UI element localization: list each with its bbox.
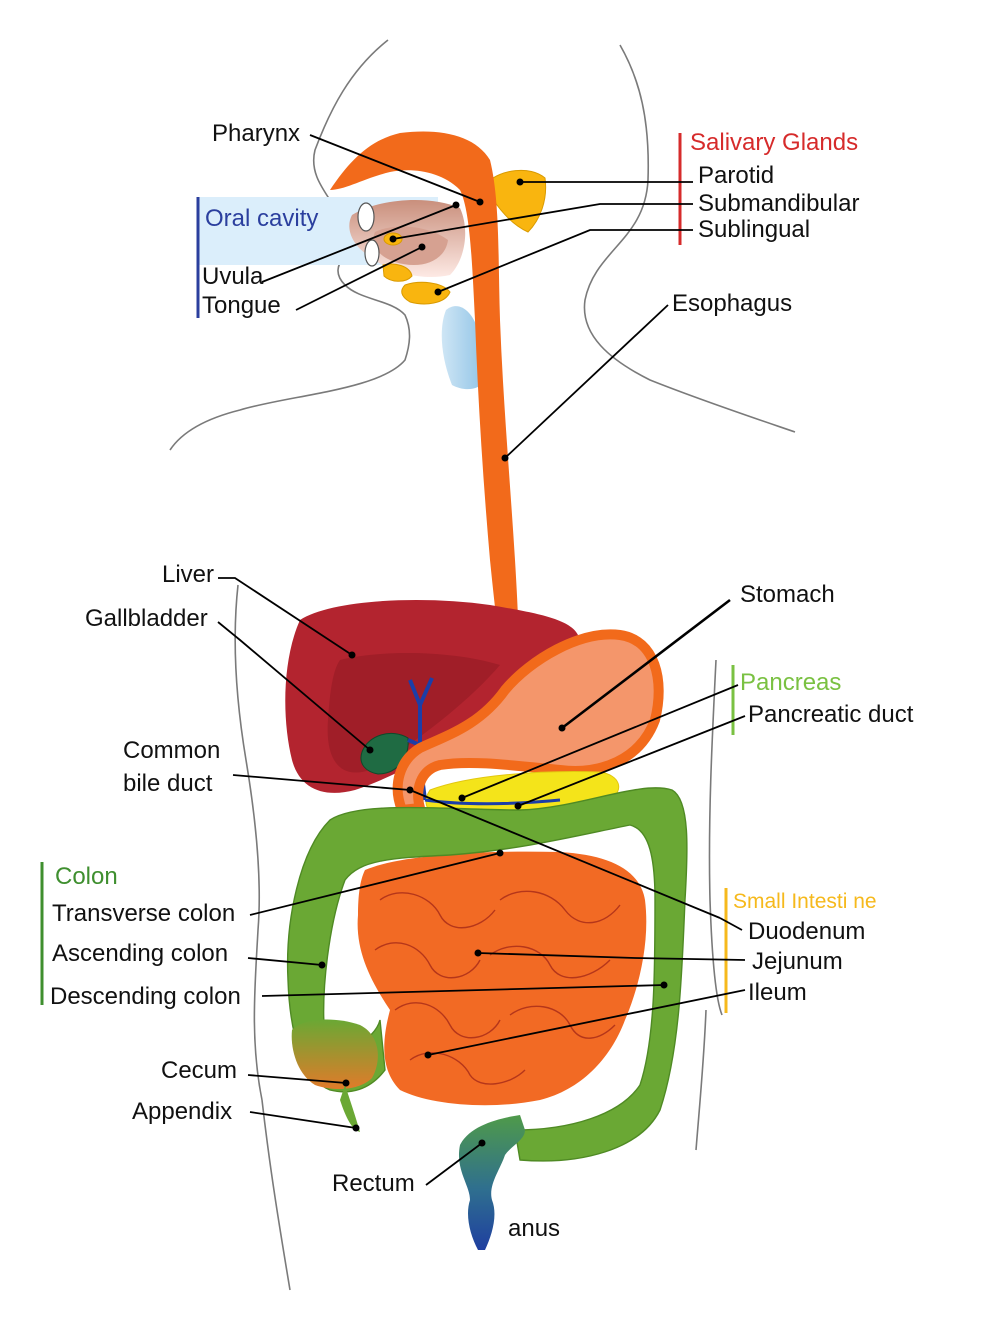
leader-appendix <box>249 1111 357 1129</box>
small-intestine-title: Small Intesti ne <box>733 890 877 913</box>
leader-ascending <box>247 957 323 966</box>
label-pancreatic-duct: Pancreatic duct <box>748 701 914 728</box>
leader-jejunum <box>477 952 746 961</box>
label-esophagus: Esophagus <box>672 290 792 317</box>
label-common-bile-duct-line1: Common <box>123 737 220 764</box>
label-ileum: Ileum <box>748 979 807 1006</box>
dot-submandibular <box>389 235 397 243</box>
label-descending-colon: Descending colon <box>50 983 241 1010</box>
parotid-gland <box>487 169 547 233</box>
leader-rectum <box>425 1142 483 1186</box>
dot-stomach <box>558 724 566 732</box>
stomach-shape <box>392 629 664 815</box>
label-parotid: Parotid <box>698 162 774 189</box>
salivary-glands-title: Salivary Glands <box>690 129 858 156</box>
leader-pancreas <box>461 684 739 799</box>
label-stomach: Stomach <box>740 581 835 608</box>
trachea <box>441 306 485 390</box>
leader-bile-duct <box>232 774 411 791</box>
leader-uvula <box>261 204 457 283</box>
leader-gallbladder <box>217 621 371 751</box>
label-pharynx: Pharynx <box>212 120 300 147</box>
leader-dots <box>318 178 668 1147</box>
dot-pancreatic-duct <box>514 802 522 810</box>
leader-descending <box>261 984 665 997</box>
submandibular-gland <box>382 263 413 282</box>
label-duodenum: Duodenum <box>748 918 865 945</box>
teeth-lower <box>364 239 380 267</box>
label-cecum: Cecum <box>161 1057 237 1084</box>
leader-bile-duct-2 <box>409 789 721 919</box>
dot-cecum <box>342 1079 350 1087</box>
leader-submandibular <box>392 203 693 240</box>
pancreas-title: Pancreas <box>740 669 841 696</box>
leader-duodenum <box>719 917 743 931</box>
leader-esophagus <box>504 304 669 459</box>
label-common-bile-duct-line2: bile duct <box>123 770 213 797</box>
colon-shape <box>286 787 688 1162</box>
teeth-upper <box>357 202 375 232</box>
leader-cecum <box>247 1074 347 1084</box>
leader-lines <box>217 134 746 1186</box>
label-transverse-colon: Transverse colon <box>52 900 235 927</box>
label-appendix: Appendix <box>132 1098 232 1125</box>
small-intestine-shape <box>357 851 647 1106</box>
dot-gallbladder <box>366 746 374 754</box>
sublingual-gland <box>401 281 451 305</box>
dot-descending <box>660 981 668 989</box>
label-gallbladder: Gallbladder <box>85 605 208 632</box>
leader-pancreatic-duct <box>517 715 746 807</box>
label-sublingual: Sublingual <box>698 216 810 243</box>
dot-jejunum <box>474 949 482 957</box>
leader-tongue <box>295 246 423 311</box>
dot-parotid <box>516 178 524 186</box>
dot-appendix <box>352 1124 360 1132</box>
dot-pharynx <box>476 198 484 206</box>
dot-ileum <box>424 1051 432 1059</box>
dot-liver <box>348 651 356 659</box>
dot-transverse <box>496 849 504 857</box>
cecum-shape <box>291 1019 378 1090</box>
label-tongue: Tongue <box>202 292 281 319</box>
label-ascending-colon: Ascending colon <box>52 940 228 967</box>
dot-tongue <box>418 243 426 251</box>
appendix-shape <box>340 1085 360 1132</box>
label-liver: Liver <box>162 561 214 588</box>
oral-cavity-title: Oral cavity <box>205 205 318 232</box>
colon-title: Colon <box>55 863 118 890</box>
label-anus: anus <box>508 1215 560 1242</box>
dot-sublingual <box>434 288 442 296</box>
leader-sublingual <box>437 229 693 293</box>
dot-rectum <box>478 1139 486 1147</box>
dot-esophagus <box>501 454 509 462</box>
label-uvula: Uvula <box>202 263 264 290</box>
label-rectum: Rectum <box>332 1170 415 1197</box>
dot-ascending <box>318 961 326 969</box>
leader-liver <box>218 577 353 656</box>
group-bars <box>40 133 735 1013</box>
dot-uvula <box>452 201 460 209</box>
dot-bile-duct <box>406 786 414 794</box>
label-submandibular: Submandibular <box>698 190 859 217</box>
body-outline <box>169 39 796 1291</box>
leader-stomach <box>561 598 731 730</box>
leader-transverse <box>249 852 501 916</box>
leader-ileum <box>427 989 746 1056</box>
leader-pharynx <box>309 134 481 203</box>
label-jejunum: Jejunum <box>752 948 843 975</box>
dot-pancreas <box>458 794 466 802</box>
